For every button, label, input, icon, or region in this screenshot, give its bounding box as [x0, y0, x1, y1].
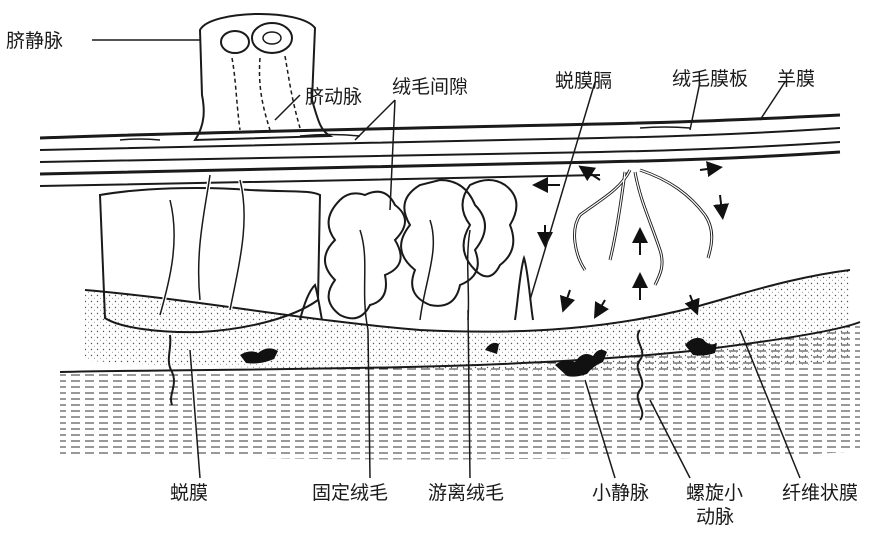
label-small-vein: 小静脉 [592, 482, 649, 504]
label-intervillous-space: 绒毛间隙 [392, 76, 468, 98]
umbilical-cord [195, 14, 330, 140]
label-anchoring-villus: 固定绒毛 [312, 482, 388, 504]
label-spiral-arteriole-1: 螺旋小 [686, 482, 743, 504]
label-decidual-septum: 蜕膜膈 [555, 70, 612, 92]
label-floating-villus: 游离绒毛 [428, 482, 504, 504]
label-chorionic-plate: 绒毛膜板 [672, 68, 748, 90]
chorionic-plate [40, 115, 840, 186]
floating-villi [325, 180, 516, 330]
label-spiral-arteriole-2: 动脉 [696, 506, 734, 528]
blood-flow-arrows [540, 168, 722, 312]
label-umbilical-vein: 脐静脉 [6, 30, 63, 52]
label-umbilical-artery: 脐动脉 [305, 86, 362, 108]
label-fibrinoid-membrane: 纤维状膜 [782, 482, 858, 504]
villus-tree-open [575, 170, 712, 285]
label-decidua: 蜕膜 [170, 482, 208, 504]
label-amnion: 羊膜 [777, 68, 815, 90]
